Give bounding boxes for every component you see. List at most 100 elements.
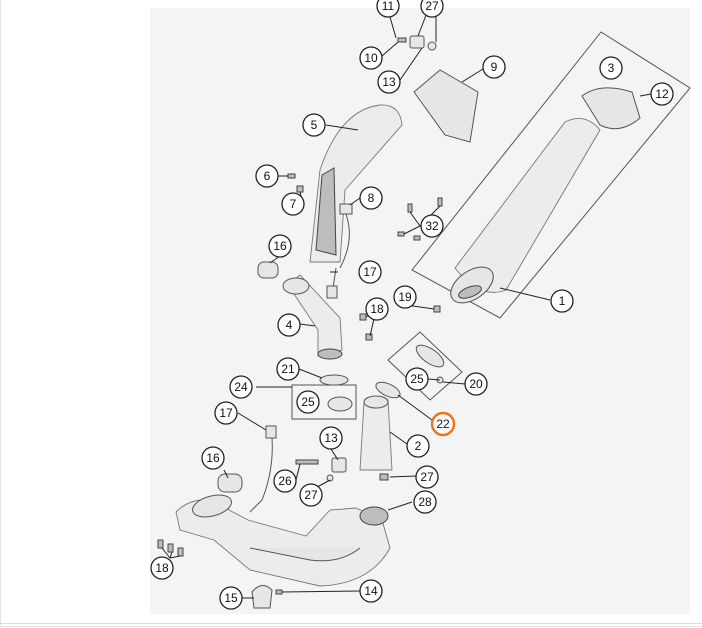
ring-22 [375, 381, 401, 399]
callout-label: 21 [281, 362, 295, 376]
callout-label: 20 [469, 377, 483, 391]
callout-16-top[interactable]: 16 [268, 234, 292, 258]
sensor-wire-17-lower [249, 437, 273, 513]
callout-label: 15 [224, 591, 238, 605]
callout-5[interactable]: 5 [302, 113, 326, 137]
callout-8[interactable]: 8 [359, 186, 383, 210]
callout-label: 25 [410, 372, 424, 386]
muffler-body [454, 117, 601, 293]
callout-10[interactable]: 10 [359, 46, 383, 70]
callout-label: 27 [425, 0, 439, 13]
callout-18-top[interactable]: 18 [365, 297, 389, 321]
callout-6[interactable]: 6 [255, 164, 279, 188]
muffler-inlet [458, 285, 482, 299]
bolt-18c [157, 539, 164, 549]
callout-label: 17 [219, 406, 233, 420]
callout-19[interactable]: 19 [393, 285, 417, 309]
clamp-24 [327, 396, 353, 412]
callout-4[interactable]: 4 [277, 313, 301, 337]
callout-label: 16 [273, 239, 287, 253]
callout-label: 8 [368, 191, 375, 205]
callout-13-lower[interactable]: 13 [319, 426, 343, 450]
washer-top [427, 41, 437, 51]
link-pipe-2-top [363, 395, 389, 409]
callout-label: 5 [311, 118, 318, 132]
callout-17-lower[interactable]: 17 [214, 401, 238, 425]
gasket-16-lower [217, 473, 243, 493]
callout-label: 32 [425, 219, 439, 233]
callout-22-highlighted[interactable]: 22 [430, 411, 456, 437]
callout-25-box[interactable]: 25 [296, 390, 320, 414]
muffler-assembly-frame [411, 31, 691, 319]
link-pipe-2 [359, 399, 393, 471]
callout-label: 27 [304, 488, 318, 502]
screw-6 [287, 173, 296, 179]
screw-7 [296, 185, 304, 193]
bolt-27b [379, 473, 389, 481]
callout-label: 24 [234, 380, 248, 394]
callout-label: 19 [398, 290, 412, 304]
callout-label: 26 [278, 474, 292, 488]
heat-shield-bracket [413, 69, 479, 143]
callout-24[interactable]: 24 [229, 375, 253, 399]
callout-7[interactable]: 7 [281, 192, 305, 216]
callout-18-lower[interactable]: 18 [150, 556, 174, 580]
nut-27a [326, 474, 334, 482]
callout-12[interactable]: 12 [650, 82, 674, 106]
kit-box-24 [291, 384, 357, 420]
callout-label: 18 [155, 561, 169, 575]
callout-9[interactable]: 9 [482, 55, 506, 79]
callout-label: 1 [559, 294, 566, 308]
callout-label: 22 [436, 417, 450, 431]
spacer-top [409, 35, 425, 49]
spacer-13 [331, 457, 347, 473]
callout-label: 7 [290, 197, 297, 211]
callout-label: 18 [370, 302, 384, 316]
collector-28 [359, 506, 389, 526]
callout-14[interactable]: 14 [359, 579, 383, 603]
sensor-17-lower [265, 425, 277, 439]
header-manifold [175, 499, 391, 587]
header-pipe-lower [249, 547, 361, 562]
callout-16-lower[interactable]: 16 [201, 446, 225, 470]
callout-27-top[interactable]: 27 [420, 0, 444, 18]
callout-label: 11 [382, 0, 395, 13]
bolt-18e [177, 547, 184, 557]
callout-label: 6 [264, 169, 271, 183]
callout-13-top[interactable]: 13 [377, 70, 401, 94]
callout-26[interactable]: 26 [273, 469, 297, 493]
stud-26 [295, 459, 319, 465]
callout-21[interactable]: 21 [276, 357, 300, 381]
callout-label: 12 [655, 87, 669, 101]
ring-21 [319, 374, 349, 386]
callout-2[interactable]: 2 [406, 434, 430, 458]
callout-label: 14 [364, 584, 378, 598]
heat-shield-inner [315, 167, 337, 256]
bolt-32c [397, 231, 405, 237]
callout-15[interactable]: 15 [219, 586, 243, 610]
callout-28[interactable]: 28 [413, 490, 437, 514]
end-cap-part [581, 87, 641, 130]
callout-label: 3 [608, 61, 615, 75]
callout-3[interactable]: 3 [599, 56, 623, 80]
sensor-body-17-top [326, 285, 338, 299]
callout-20[interactable]: 20 [464, 372, 488, 396]
sensor-plug-8 [339, 203, 353, 215]
callout-label: 2 [415, 439, 422, 453]
bolt-32d [413, 235, 421, 241]
callout-label: 28 [418, 495, 432, 509]
callout-32[interactable]: 32 [420, 214, 444, 238]
callout-1[interactable]: 1 [550, 289, 574, 313]
callout-25-right[interactable]: 25 [405, 367, 429, 391]
bolt-top [397, 37, 407, 43]
callout-27-lower-right[interactable]: 27 [415, 465, 439, 489]
clamp-15 [251, 585, 273, 609]
bolt-18a [359, 313, 367, 321]
callout-17-top[interactable]: 17 [358, 260, 382, 284]
header-pipe-4 [287, 274, 343, 357]
bottom-divider [0, 623, 702, 624]
callout-label: 13 [324, 431, 338, 445]
callout-11-top[interactable]: 11 [376, 0, 400, 18]
callout-27-lower-left[interactable]: 27 [299, 483, 323, 507]
